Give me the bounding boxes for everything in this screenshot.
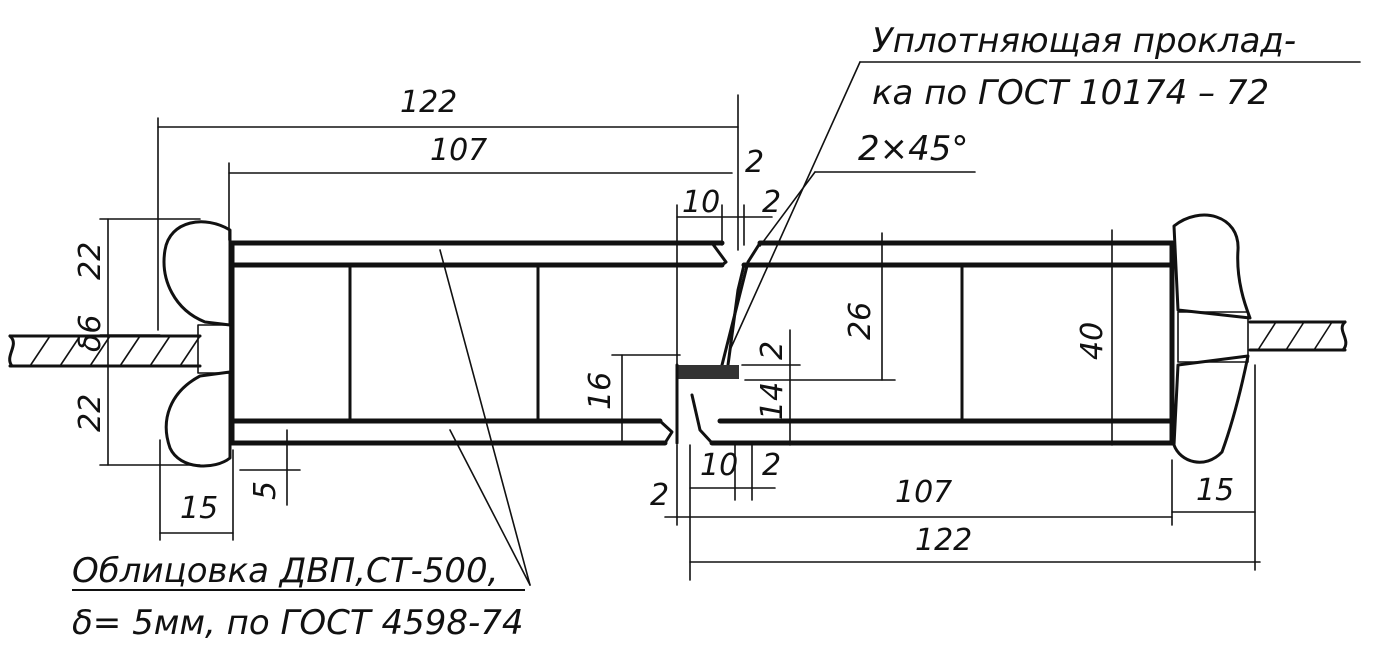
joint-gasket-fill — [677, 365, 739, 379]
dim-mid-2-left: 2 — [650, 478, 669, 513]
left-edge-seal — [162, 220, 232, 468]
dim-right-40: 40 — [1075, 322, 1110, 360]
dim-right-122: 122 — [915, 523, 972, 558]
dim-mid-26: 26 — [843, 302, 878, 340]
chamfer-note: 2×45° — [858, 129, 968, 169]
dim-left-top-22: 22 — [73, 242, 108, 280]
dim-right-15: 15 — [1196, 473, 1234, 508]
dim-mid-14: 14 — [755, 382, 790, 420]
dim-mid-2-bottom: 2 — [762, 448, 781, 483]
right-edge-seal — [1172, 213, 1252, 464]
dim-left-122: 122 — [400, 85, 457, 120]
dim-mid-10-bottom: 10 — [700, 448, 738, 483]
dim-mid-2-top-b: 2 — [762, 185, 781, 220]
dim-mid-10-top: 10 — [682, 185, 720, 220]
right-wall-stub — [1248, 320, 1348, 352]
left-panel — [229, 240, 728, 446]
dim-mid-16: 16 — [583, 372, 618, 410]
dim-left-bottom-22: 22 — [73, 394, 108, 432]
dim-left-15: 15 — [180, 491, 218, 526]
dim-mid-2-top-a: 2 — [745, 145, 764, 180]
dim-mid-2-right: 2 — [755, 341, 790, 360]
dimension-lines — [99, 61, 1361, 586]
facing-note-line2: δ= 5мм, по ГОСТ 4598-74 — [72, 603, 524, 643]
gasket-note-line1: Уплотняющая проклад- — [872, 21, 1296, 61]
right-panel — [675, 240, 1175, 446]
dim-right-107: 107 — [895, 475, 952, 510]
dim-left-5: 5 — [248, 481, 283, 500]
facing-note-line1: Облицовка ДВП,СТ-500, — [72, 551, 498, 591]
gasket-note-line2: ка по ГОСТ 10174 – 72 — [872, 73, 1269, 113]
dim-left-107: 107 — [430, 133, 487, 168]
dim-left-delta6: δ6 — [73, 315, 108, 352]
labels: 122 107 22 22 δ6 15 5 16 10 2 2 26 2 14 … — [72, 21, 1296, 643]
